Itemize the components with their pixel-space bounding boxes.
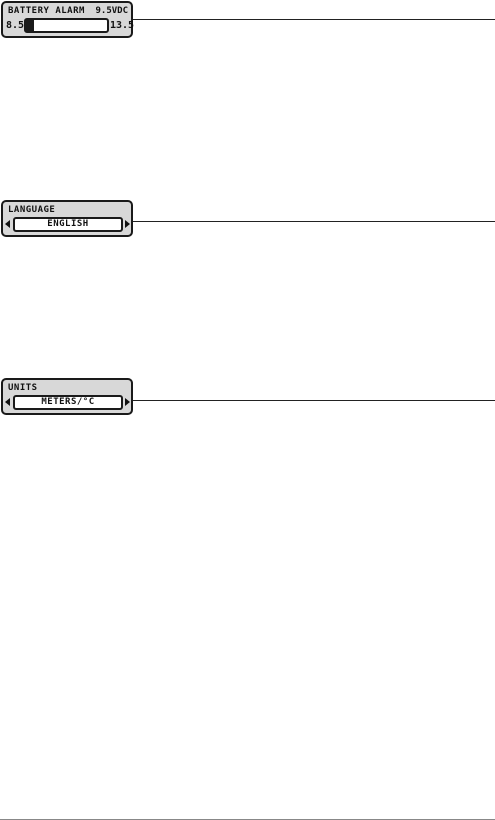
battery-alarm-slider[interactable]	[24, 18, 109, 33]
battery-alarm-max-label: 13.5	[110, 20, 135, 31]
units-leader-line	[133, 400, 495, 401]
battery-alarm-menu[interactable]: BATTERY ALARM 9.5VDC 8.5 13.5	[1, 1, 135, 38]
battery-alarm-slider-fill	[26, 20, 35, 31]
battery-alarm-min-label: 8.5	[6, 20, 25, 31]
language-selector[interactable]: ENGLISH	[13, 217, 123, 232]
language-title: LANGUAGE	[8, 205, 56, 215]
units-title: UNITS	[8, 383, 38, 393]
battery-alarm-value: 9.5VDC	[95, 6, 128, 16]
units-selector[interactable]: METERS/°C	[13, 395, 123, 410]
language-menu[interactable]: LANGUAGE ENGLISH	[1, 200, 133, 237]
right-arrow-icon[interactable]	[125, 220, 130, 228]
units-menu[interactable]: UNITS METERS/°C	[1, 378, 133, 415]
battery-alarm-title: BATTERY ALARM	[8, 6, 85, 16]
left-arrow-icon[interactable]	[5, 220, 10, 228]
language-leader-line	[133, 221, 495, 222]
battery-alarm-leader-line	[133, 19, 495, 20]
right-arrow-icon[interactable]	[125, 398, 130, 406]
left-arrow-icon[interactable]	[5, 398, 10, 406]
